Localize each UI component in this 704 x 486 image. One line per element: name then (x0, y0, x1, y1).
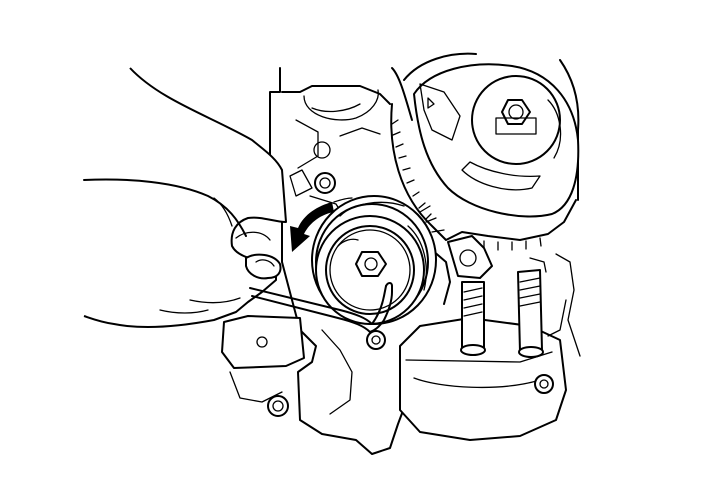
bolt (366, 330, 386, 350)
hex-key (249, 282, 393, 333)
sprocket-bolt (495, 99, 537, 135)
tensioner-nut (355, 251, 387, 277)
mounting-stud (517, 257, 547, 358)
bolt (267, 395, 289, 417)
camshaft-sprocket (403, 52, 580, 218)
bolt (534, 374, 554, 394)
bolt (314, 172, 336, 194)
hand (83, 67, 287, 328)
mounting-stud (447, 235, 493, 356)
tensioner-pulley (311, 195, 437, 325)
rotation-arrow (290, 197, 353, 252)
